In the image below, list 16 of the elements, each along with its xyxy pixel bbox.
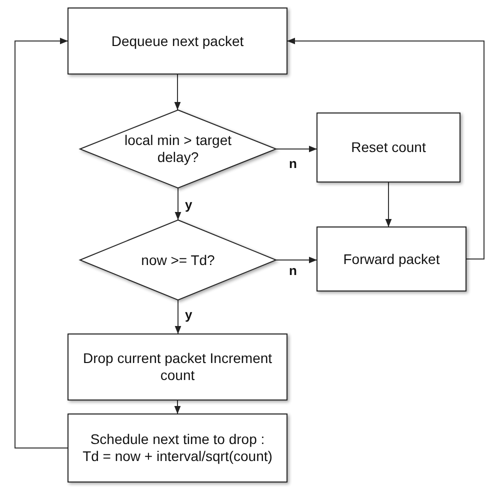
arrow bbox=[174, 74, 181, 110]
arrow bbox=[174, 300, 182, 334]
process-text: Schedule next time to drop : Td = now + interval/sqrt(count) bbox=[82, 431, 272, 465]
decision-text: now >= Td? bbox=[141, 252, 215, 268]
arrow bbox=[385, 182, 392, 228]
process-text: Reset count bbox=[351, 139, 426, 156]
arrow bbox=[174, 400, 181, 414]
decision-text: local min > target delay? bbox=[124, 132, 232, 166]
arrow bbox=[276, 256, 318, 264]
arrow bbox=[286, 38, 484, 260]
arrow bbox=[276, 146, 318, 152]
arrow bbox=[14, 38, 68, 448]
process-text: Drop current packet Increment count bbox=[82, 350, 272, 384]
arrow bbox=[174, 188, 182, 220]
process-text: Dequeue next packet bbox=[111, 32, 244, 50]
process-text: Forward packet bbox=[343, 250, 440, 268]
